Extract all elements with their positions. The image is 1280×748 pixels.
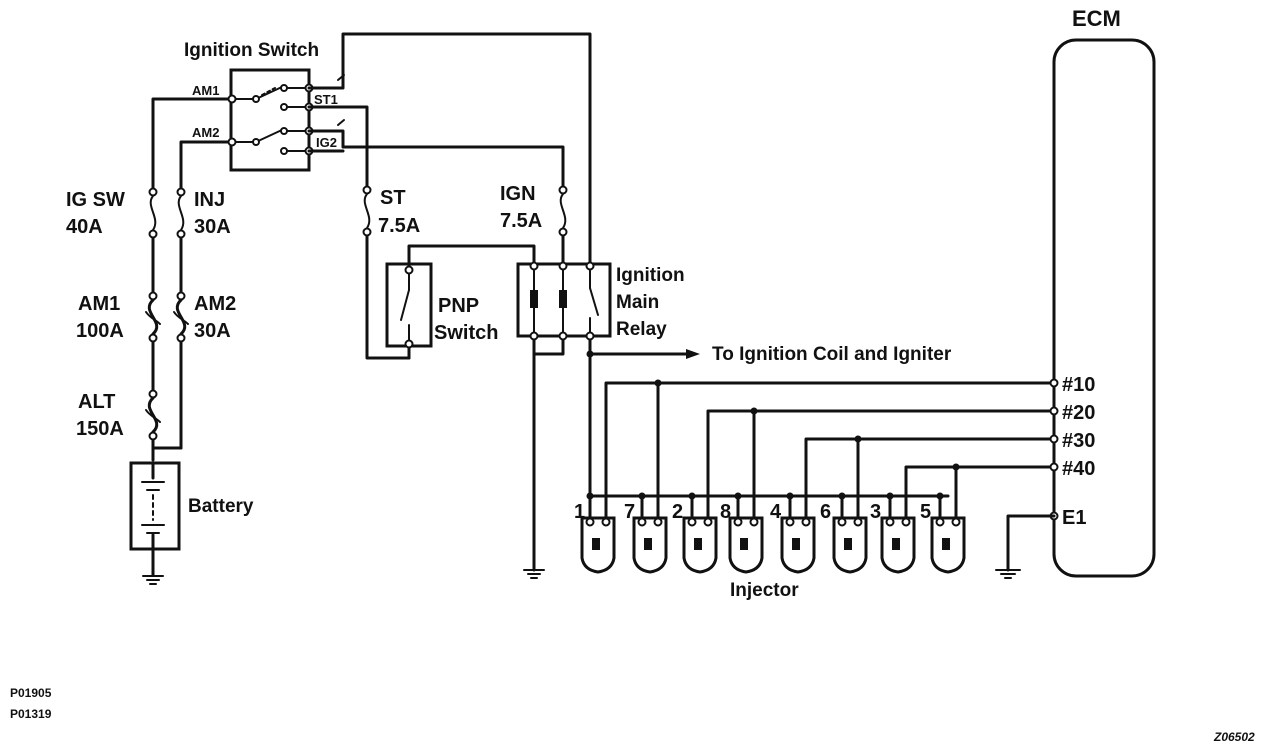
- injector-4: 4: [770, 492, 816, 574]
- relay-label-2: Main: [616, 292, 659, 313]
- to-ignition-coil-label: To Ignition Coil and Igniter: [712, 344, 952, 365]
- code-label-2: P01319: [10, 707, 52, 721]
- ecm-pin-e1-label: E1: [1062, 507, 1086, 529]
- ecm-label: ECM: [1072, 6, 1121, 31]
- ignition-switch-label: Ignition Switch: [184, 40, 319, 61]
- fuse-alt-name: ALT: [78, 391, 115, 413]
- fuse-ig-sw-name: IG SW: [66, 189, 125, 211]
- fuse-inj-rating: 30A: [194, 216, 231, 238]
- fuse-ign-name: IGN: [500, 183, 536, 205]
- fuse-st-name: ST: [380, 187, 406, 209]
- ecm-pin-30-label: #30: [1062, 430, 1095, 452]
- fuse-alt: [145, 389, 161, 441]
- fuse-am1-rating: 100A: [76, 320, 124, 342]
- fuse-st-rating: 7.5A: [378, 215, 420, 237]
- figure-code-label: Z06502: [1213, 730, 1255, 744]
- fuse-inj: [176, 187, 186, 239]
- fuse-inj-name: INJ: [194, 189, 225, 211]
- fuse-ign-rating: 7.5A: [500, 210, 542, 232]
- injector-label: Injector: [730, 580, 799, 601]
- injector-1: 1: [574, 494, 616, 574]
- fuses: [145, 185, 568, 441]
- injector-6: 6: [820, 492, 868, 574]
- ecm-unit: ECM #10 #20 #30 #40 E1: [1052, 6, 1156, 578]
- fuse-ig-sw-rating: 40A: [66, 216, 103, 238]
- pnp-switch-label-1: PNP: [438, 295, 479, 317]
- ecm-pin-20-label: #20: [1062, 402, 1095, 424]
- ecm-pin-40-label: #40: [1062, 458, 1095, 480]
- injector-8-number: 8: [720, 501, 731, 523]
- fuse-ign: [558, 185, 568, 237]
- relay-label-3: Relay: [616, 319, 667, 340]
- ignition-switch: Ignition Switch AM1 AM2 ST1 IG2: [184, 40, 345, 172]
- fuse-ig-sw: [148, 187, 158, 239]
- relay-label-1: Ignition: [616, 265, 685, 286]
- wiring: [129, 32, 1059, 585]
- pnp-switch-label-2: Switch: [434, 322, 498, 344]
- injectors: 1 7 2 8 4: [574, 492, 966, 574]
- injector-2: 2: [672, 492, 718, 574]
- fuse-st: [362, 185, 372, 237]
- fuse-am2-name: AM2: [194, 293, 236, 315]
- labels: IG SW 40A INJ 30A AM1 100A AM2 30A ALT 1…: [10, 183, 1255, 744]
- fuse-am2: [173, 291, 189, 343]
- injector-3-number: 3: [870, 501, 881, 523]
- switch-st1-label: ST1: [314, 92, 338, 107]
- injector-6-number: 6: [820, 501, 831, 523]
- switch-ig2-label: IG2: [316, 135, 337, 150]
- fuse-am1: [145, 291, 161, 343]
- ecm-pin-10-label: #10: [1062, 374, 1095, 396]
- switch-am1-label: AM1: [192, 83, 219, 98]
- injector-5-number: 5: [920, 501, 931, 523]
- injector-1-number: 1: [574, 501, 585, 523]
- injector-7: 7: [624, 492, 668, 574]
- switch-am2-label: AM2: [192, 125, 219, 140]
- fuse-am2-rating: 30A: [194, 320, 231, 342]
- fuse-alt-rating: 150A: [76, 418, 124, 440]
- injector-7-number: 7: [624, 501, 635, 523]
- injector-4-number: 4: [770, 501, 782, 523]
- injector-5: 5: [920, 492, 966, 574]
- code-label-1: P01905: [10, 686, 52, 700]
- injector-2-number: 2: [672, 501, 683, 523]
- battery-label: Battery: [188, 496, 254, 517]
- fuse-am1-name: AM1: [78, 293, 120, 315]
- injector-8: 8: [720, 492, 764, 574]
- injector-3: 3: [870, 492, 916, 574]
